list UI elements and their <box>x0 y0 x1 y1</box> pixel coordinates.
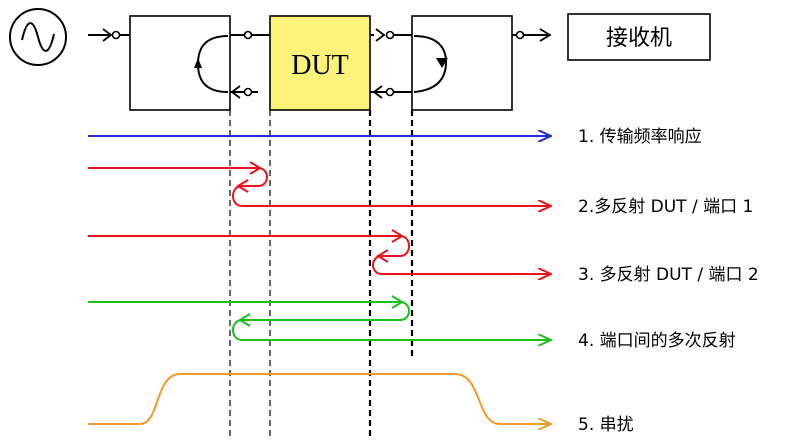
path-multi-reflection-port2 <box>88 235 550 274</box>
path-multi-reflection-between-ports <box>88 301 550 340</box>
path-multi-reflection-port1 <box>88 167 550 206</box>
legend-label-5: 5. 串扰 <box>578 415 634 435</box>
coupler-port1 <box>129 15 258 111</box>
path-crosstalk <box>88 373 550 424</box>
dut-label: DUT <box>291 50 349 81</box>
return-line-port2 <box>370 85 412 99</box>
dut-block: DUT <box>269 15 371 111</box>
legend-label-4: 4. 端口间的多次反射 <box>578 331 736 351</box>
receiver-label: 接收机 <box>606 26 672 51</box>
coupler-port2 <box>411 15 513 111</box>
legend-label-2: 2.多反射 DUT / 端口 1 <box>578 197 753 217</box>
receiver-block: 接收机 <box>567 13 711 61</box>
reference-lines <box>229 110 414 440</box>
legend-label-3: 3. 多反射 DUT / 端口 2 <box>578 265 759 285</box>
sine-source-icon <box>9 8 67 66</box>
legend-label-1: 1. 传输频率响应 <box>578 127 702 147</box>
